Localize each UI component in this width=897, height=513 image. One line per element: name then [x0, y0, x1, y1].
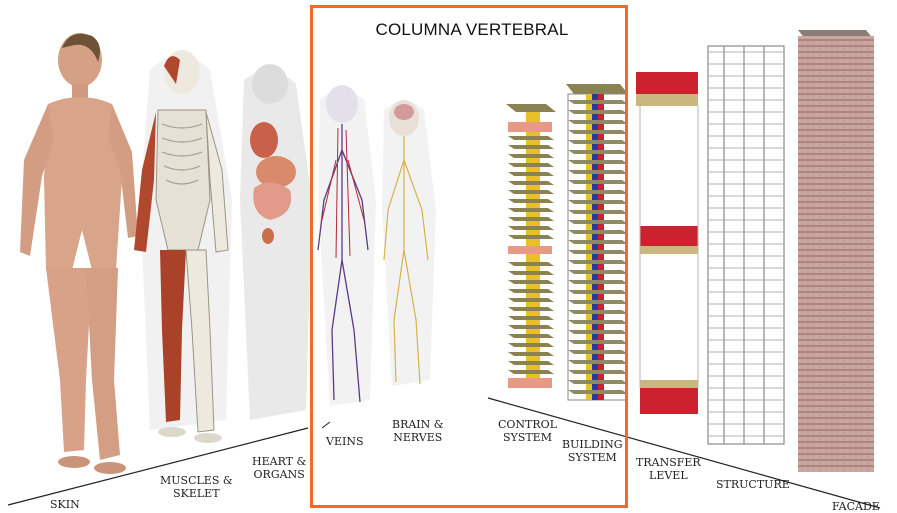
- heart-organs-figure: [240, 64, 312, 420]
- structure-floors: [708, 52, 784, 436]
- label-veins: VEINS: [326, 435, 363, 448]
- label-control-system: CONTROL SYSTEM: [498, 418, 557, 444]
- label-skin: SKIN: [50, 498, 80, 511]
- columna-vertebral-highlight-box: [310, 5, 628, 508]
- transfer-level-tower: [636, 72, 698, 414]
- diagram-title: COLUMNA VERTEBRAL: [310, 20, 634, 40]
- structure-tower: [708, 46, 784, 444]
- muscles-skeleton-figure: [134, 50, 232, 443]
- label-muscles-skelet: MUSCLES & SKELET: [160, 474, 233, 500]
- label-building-system: BUILDING SYSTEM: [562, 438, 623, 464]
- label-facade: FACADE: [832, 500, 880, 513]
- skin-figure: [20, 33, 138, 474]
- label-transfer-level: TRANSFER LEVEL: [636, 456, 701, 482]
- label-brain-nerves: BRAIN & NERVES: [392, 418, 444, 444]
- label-structure: STRUCTURE: [716, 478, 790, 491]
- label-heart-organs: HEART & ORGANS: [252, 455, 306, 481]
- facade-tower: [798, 30, 874, 472]
